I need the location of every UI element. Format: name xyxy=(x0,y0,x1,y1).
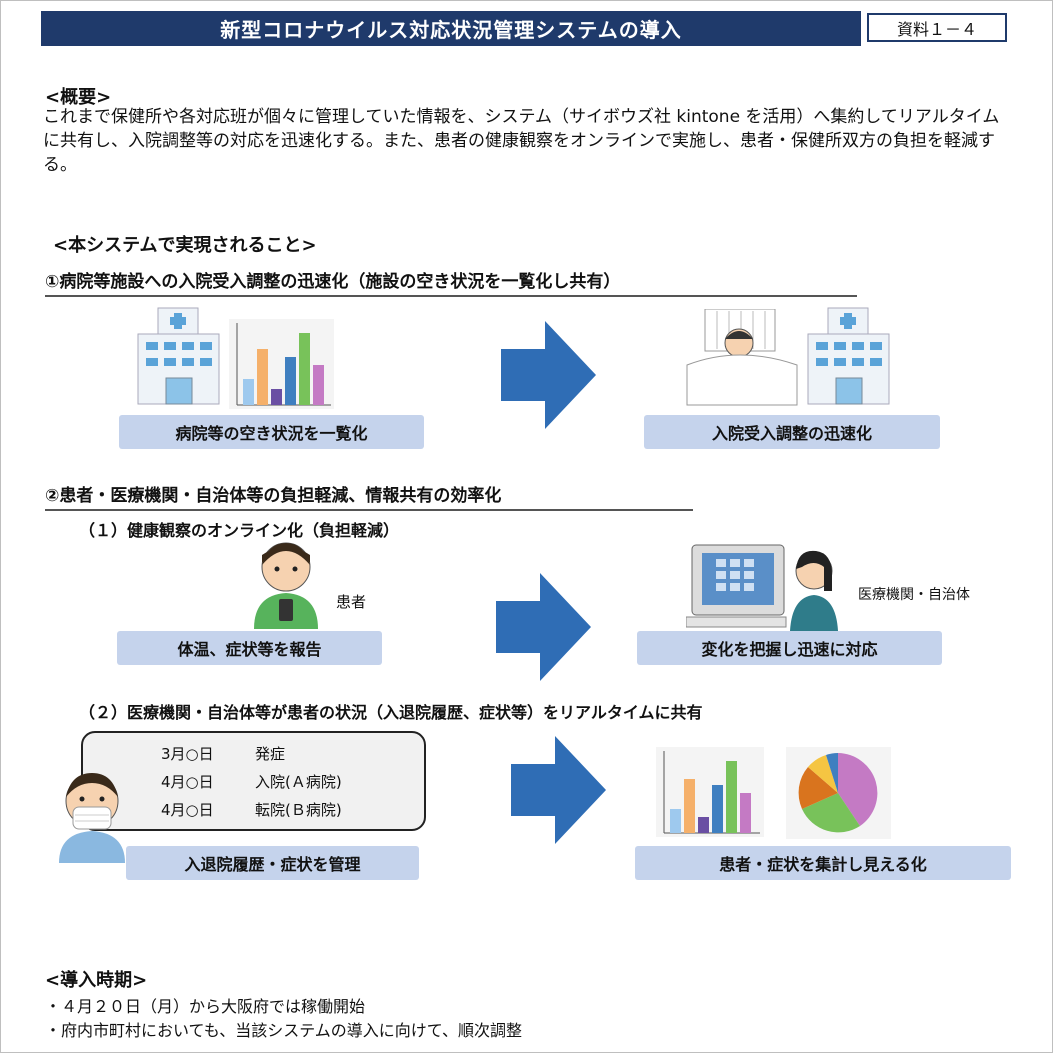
timeline-item: ・府内市町村においても、当該システムの導入に向けて、順次調整 xyxy=(45,1021,522,1040)
patient-label: 患者 xyxy=(336,593,367,611)
section2-sub1-title: （１）健康観察のオンライン化（負担軽減） xyxy=(79,521,400,540)
sub2-right-caption: 患者・症状を集計し見える化 xyxy=(635,846,1011,880)
section1-right-caption: 入院受入調整の迅速化 xyxy=(644,415,940,449)
features-heading: <本システムで実現されること> xyxy=(53,235,317,256)
patient-with-phone-icon xyxy=(254,542,318,629)
right-arrow-icon xyxy=(501,321,596,429)
timeline-item: ・４月２０日（月）から大阪府では稼働開始 xyxy=(45,997,366,1016)
history-event: 転院(Ｂ病院) xyxy=(255,801,342,819)
section1-left-caption: 病院等の空き状況を一覧化 xyxy=(119,415,424,449)
sub2-left-caption: 入退院履歴・症状を管理 xyxy=(126,846,419,880)
right-arrow-icon xyxy=(511,736,606,844)
section2-sub2-title: （２）医療機関・自治体等が患者の状況（入退院履歴、症状等）をリアルタイムに共有 xyxy=(79,703,703,722)
timeline-heading: <導入時期> xyxy=(45,970,148,991)
overview-heading: <概要> xyxy=(45,87,112,108)
section1-title: ①病院等施設への入院受入調整の迅速化（施設の空き状況を一覧化し共有） xyxy=(45,267,857,297)
history-date: 4月○日 xyxy=(161,801,214,819)
right-arrow-icon xyxy=(496,573,591,681)
pie-chart-icon xyxy=(786,747,891,839)
history-event: 入院(Ａ病院) xyxy=(255,773,342,791)
overview-text: これまで保健所や各対応班が個々に管理していた情報を、システム（サイボウズ社 ki… xyxy=(43,107,1000,175)
patient-in-bed-icon xyxy=(686,309,798,406)
computer-operator-icon xyxy=(686,544,838,631)
history-bubble: 3月○日 発症 4月○日 入院(Ａ病院) 4月○日 転院(Ｂ病院) xyxy=(81,731,426,831)
bar-chart-icon xyxy=(229,319,334,409)
sub1-right-caption: 変化を把握し迅速に対応 xyxy=(637,631,942,665)
history-date: 4月○日 xyxy=(161,773,214,791)
history-event: 発症 xyxy=(255,745,286,763)
section2-title: ②患者・医療機関・自治体等の負担軽減、情報共有の効率化 xyxy=(45,481,693,511)
masked-patient-icon xyxy=(59,773,125,863)
sub1-left-caption: 体温、症状等を報告 xyxy=(117,631,382,665)
org-label: 医療機関・自治体 xyxy=(858,587,970,603)
page-title: 新型コロナウイルス対応状況管理システムの導入 xyxy=(41,11,861,46)
hospital-icon xyxy=(137,307,220,405)
document-ref-label: 資料１－４ xyxy=(867,13,1007,42)
hospital-icon xyxy=(807,307,890,405)
history-date: 3月○日 xyxy=(161,745,214,763)
bar-chart-icon xyxy=(656,747,764,837)
